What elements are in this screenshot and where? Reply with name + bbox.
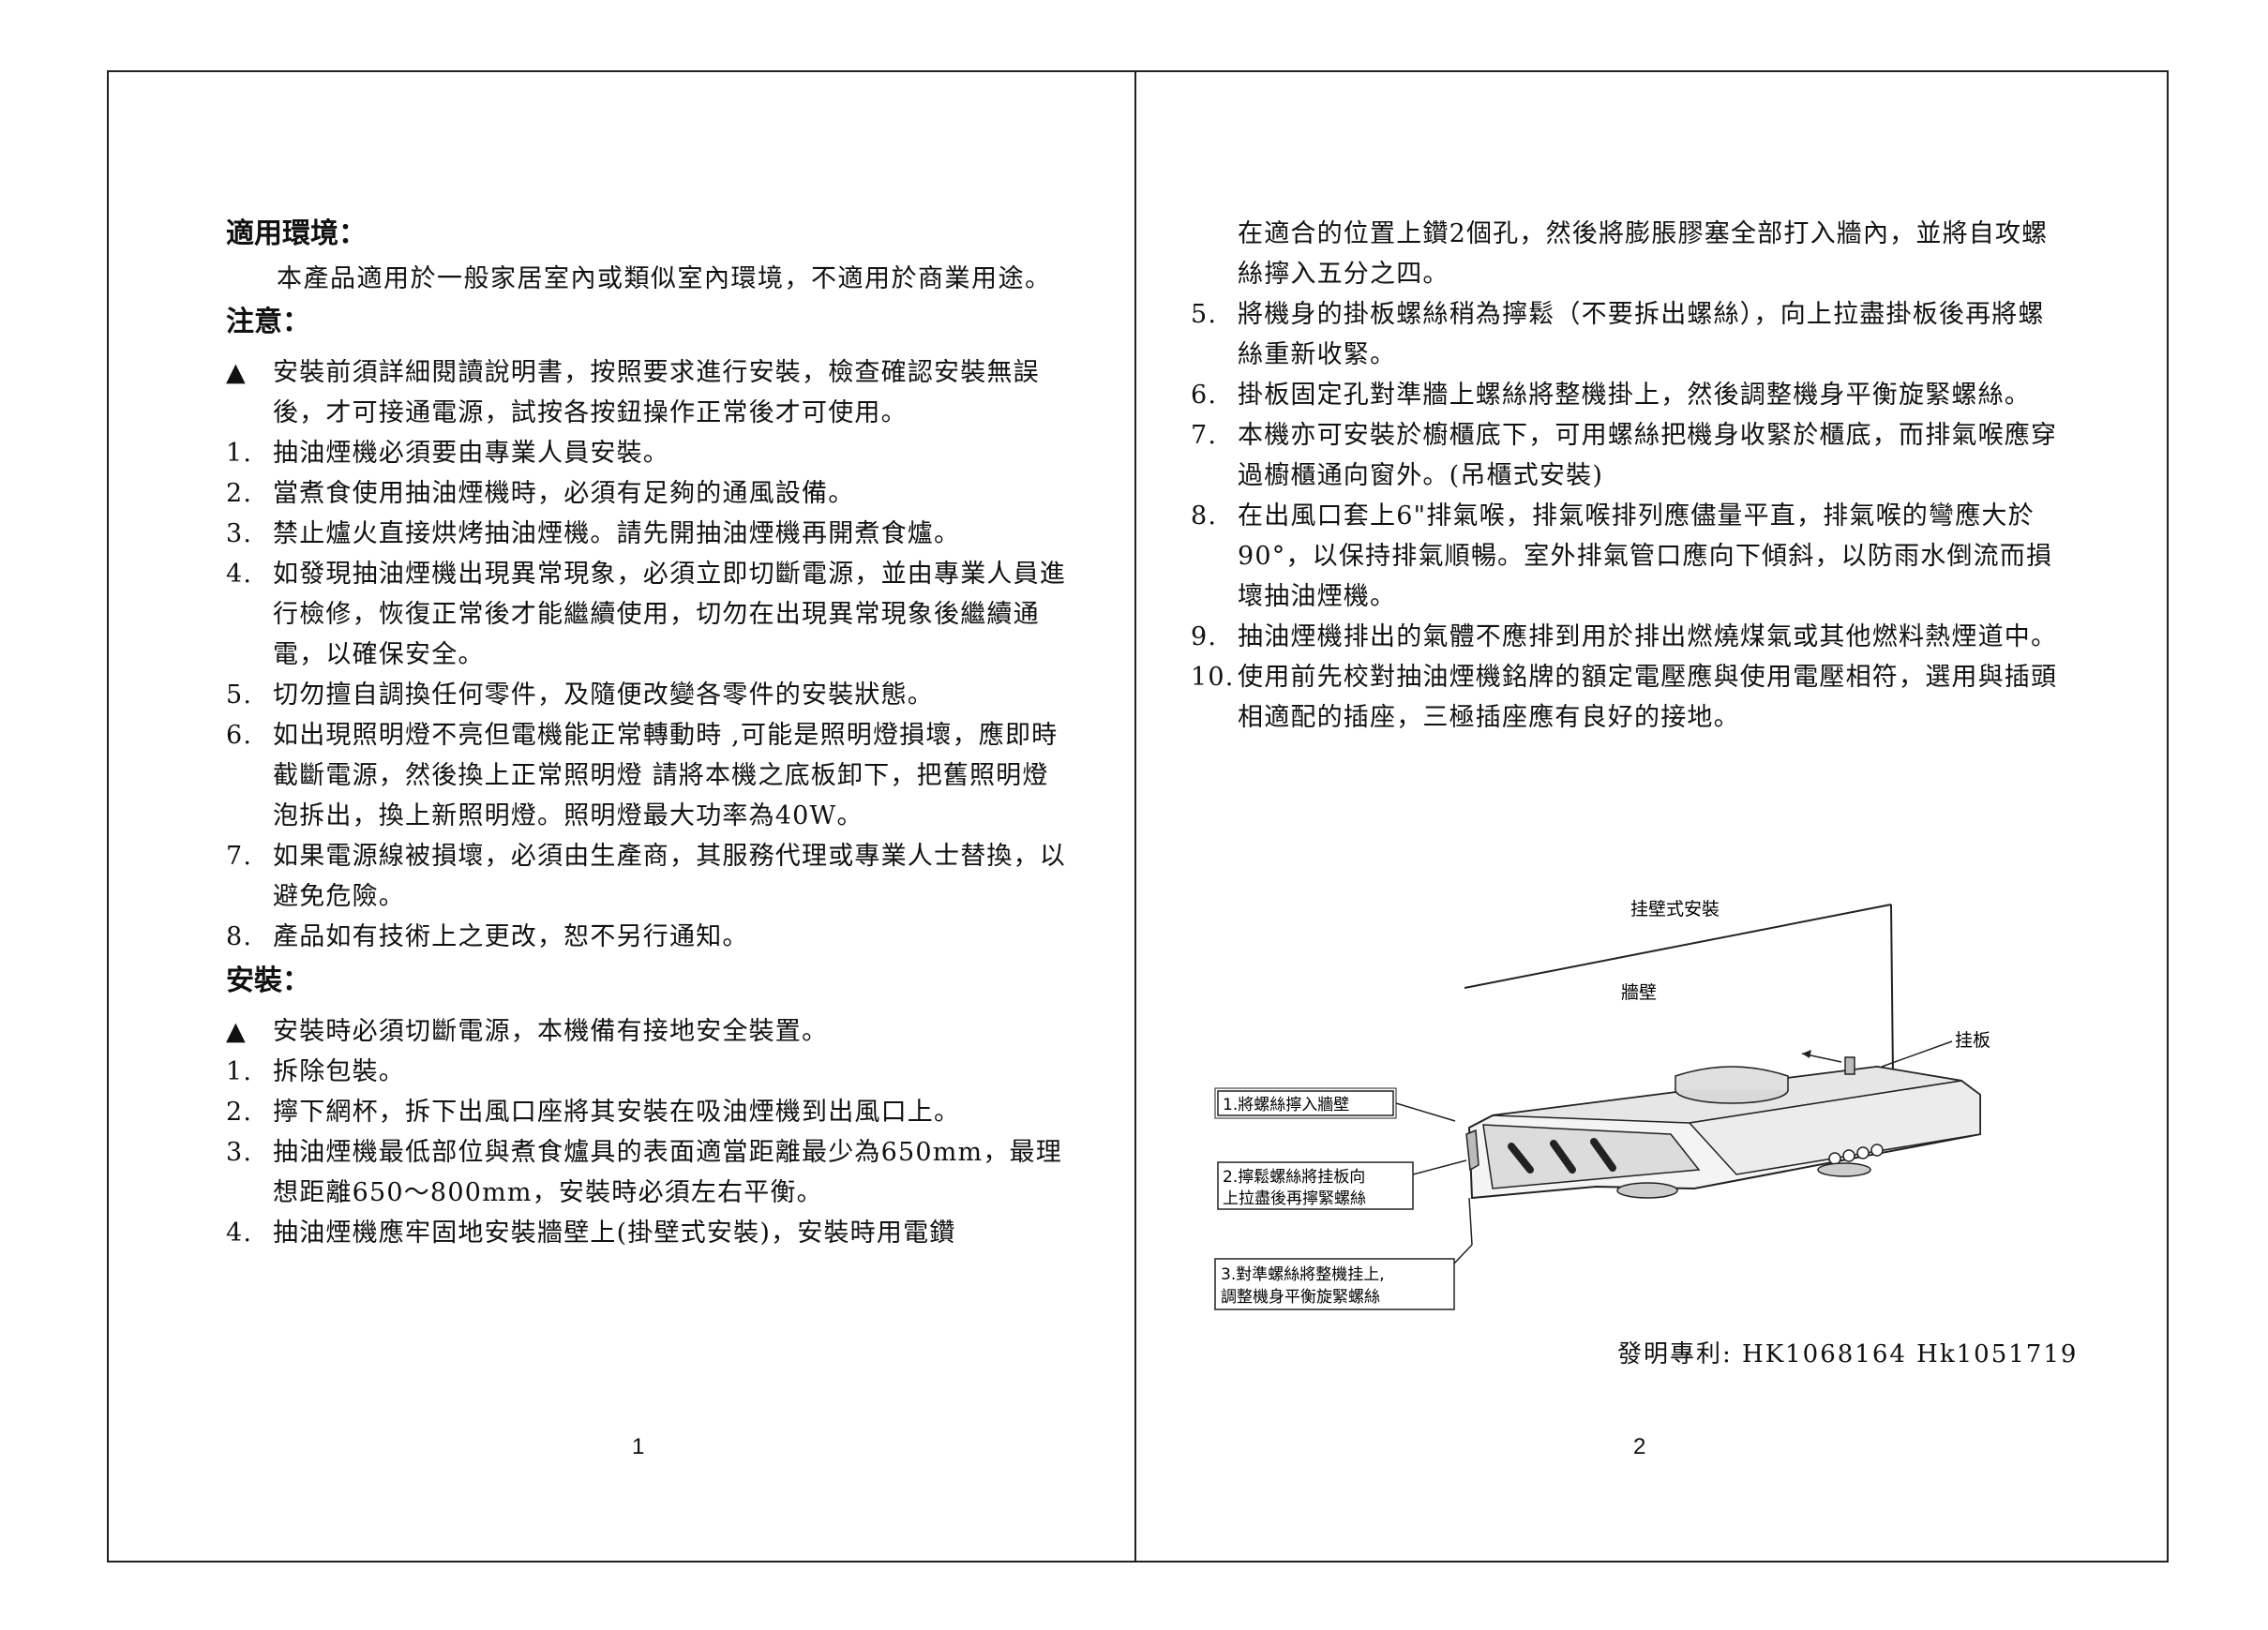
install-item-text: 安裝時必須切斷電源，本機備有接地安全裝置。 [273, 1017, 829, 1046]
callout-2-line2: 上拉盡後再擰緊螺絲 [1223, 1189, 1366, 1208]
callout-2-box [1217, 1161, 1414, 1210]
install-item: ▲ 安裝時必須切斷電源，本機備有接地安全裝置。 [226, 1011, 1070, 1052]
install-continued-item: 10.使用前先校對抽油煙機銘牌的額定電壓應與使用電壓相符，選用與插頭相適配的插座… [1191, 657, 2067, 738]
notice-list: ▲ 安裝前須詳細閱讀說明書，按照要求進行安裝，檢查確認安裝無誤後，才可接通電源，試… [226, 352, 1070, 957]
install-continued-item-number: 5. [1191, 300, 1218, 329]
diagram-title: 挂壁式安裝 [1630, 899, 1720, 920]
notice-item: 6. 如出現照明燈不亮但電機能正常轉動時 ,可能是照明燈損壞，應即時截斷電源，然後… [226, 715, 1070, 836]
notice-item-number: ▲ [226, 358, 247, 387]
install-item-number: 4. [226, 1219, 253, 1248]
notice-item-number: 1. [226, 439, 253, 468]
install-continued-item-number: 10. [1191, 663, 1235, 692]
plate-label: 挂板 [1955, 1030, 1990, 1051]
install-continued-item: 7. 本機亦可安裝於櫥櫃底下，可用螺絲把機身收緊於櫃底，而排氣喉應穿過櫥櫃通向窗外… [1191, 415, 2067, 496]
notice-item-number: 4. [226, 560, 253, 589]
install-item-text: 抽油煙機最低部位與煮食爐具的表面適當距離最少為650mm，最理想距離650～80… [273, 1138, 1062, 1207]
page-number-2: 2 [1633, 1434, 1646, 1459]
install-continued-item-text: 在出風口套上6"排氣喉，排氣喉排列應儘量平直，排氣喉的彎應大於90°，以保持排氣… [1238, 501, 2053, 611]
patent-numbers: 發明專利: HK1068164 Hk1051719 [1617, 1340, 2079, 1368]
notice-item: ▲ 安裝前須詳細閱讀說明書，按照要求進行安裝，檢查確認安裝無誤後，才可接通電源，試… [226, 352, 1070, 433]
install-continued-item: 5. 將機身的掛板螺絲稍為擰鬆（不要拆出螺絲），向上拉盡掛板後再將螺絲重新收緊。 [1191, 294, 2067, 375]
install-continued-item-text: 在適合的位置上鑽2個孔，然後將膨脹膠塞全部打入牆內，並將自攻螺絲擰入五分之四。 [1238, 219, 2049, 289]
install-item-text: 抽油煙機應牢固地安裝牆壁上(掛壁式安裝)，安裝時用電鑽 [273, 1219, 956, 1248]
install-item: 4. 抽油煙機應牢固地安裝牆壁上(掛壁式安裝)，安裝時用電鑽 [226, 1213, 1070, 1253]
wall-line [1464, 904, 1892, 989]
install-continued-item: 6. 掛板固定孔對準牆上螺絲將整機掛上，然後調整機身平衡旋緊螺絲。 [1191, 375, 2067, 415]
install-item-text: 擰下網杯，拆下出風口座將其安裝在吸油煙機到出風口上。 [273, 1098, 961, 1127]
notice-item-number: 7. [226, 842, 253, 871]
notice-item-text: 如出現照明燈不亮但電機能正常轉動時 ,可能是照明燈損壞，應即時截斷電源，然後換上… [273, 721, 1059, 830]
install-list: ▲ 安裝時必須切斷電源，本機備有接地安全裝置。 1. 拆除包裝。 2. 擰下網杯，拆下出風… [226, 1011, 1070, 1253]
section-title-environment: 適用環境： [226, 217, 367, 250]
notice-item: 8. 產品如有技術上之更改，恕不另行通知。 [226, 917, 1070, 957]
install-item-number: ▲ [226, 1017, 247, 1046]
install-continued-item-text: 本機亦可安裝於櫥櫃底下，可用螺絲把機身收緊於櫃底，而排氣喉應穿過櫥櫃通向窗外。(… [1238, 421, 2058, 490]
install-item: 1. 拆除包裝。 [226, 1052, 1070, 1092]
install-continued-item-number: 9. [1191, 622, 1218, 651]
install-continued-item-text: 將機身的掛板螺絲稍為擰鬆（不要拆出螺絲），向上拉盡掛板後再將螺絲重新收緊。 [1238, 300, 2045, 369]
notice-item-text: 如發現抽油煙機出現異常現象，必須立即切斷電源，並由專業人員進行檢修，恢復正常後才… [273, 560, 1066, 669]
install-item-number: 3. [226, 1138, 253, 1167]
range-hood-illustration [1465, 1050, 1981, 1246]
callout-3-box [1214, 1258, 1455, 1310]
notice-item-number: 5. [226, 680, 253, 710]
notice-item: 1. 抽油煙機必須要由專業人員安裝。 [226, 433, 1070, 473]
wall-label: 牆壁 [1621, 982, 1657, 1003]
install-item-number: 2. [226, 1098, 253, 1127]
notice-item-text: 當煮食使用抽油煙機時，必須有足夠的通風設備。 [273, 479, 855, 508]
notice-item-number: 8. [226, 922, 253, 951]
notice-item-number: 6. [226, 721, 253, 750]
notice-item: 4. 如發現抽油煙機出現異常現象，必須立即切斷電源，並由專業人員進行檢修，恢復正常… [226, 554, 1070, 675]
page2-content: 在適合的位置上鑽2個孔，然後將膨脹膠塞全部打入牆內，並將自攻螺絲擰入五分之四。5… [1191, 214, 2067, 738]
callout-2-line1: 2.擰鬆螺絲將挂板向 [1223, 1167, 1365, 1187]
wall-mount-diagram: 挂壁式安裝 牆壁 挂板 1.將螺絲擰入牆壁 2.擰鬆螺絲將挂板向 上拉盡後再擰緊… [1214, 899, 1990, 1310]
install-steps-continued: 在適合的位置上鑽2個孔，然後將膨脹膠塞全部打入牆內，並將自攻螺絲擰入五分之四。5… [1191, 214, 2067, 738]
booklet-spread [107, 70, 2169, 1563]
install-continued-item-text: 抽油煙機排出的氣體不應排到用於排出燃燒煤氣或其他燃料熱煙道中。 [1238, 622, 2058, 651]
install-item: 3. 抽油煙機最低部位與煮食爐具的表面適當距離最少為650mm，最理想距離650～… [226, 1132, 1070, 1213]
page-number-1: 1 [632, 1434, 645, 1459]
install-continued-item-number: 6. [1191, 381, 1218, 410]
notice-item-text: 切勿擅自調換任何零件，及隨便改變各零件的安裝狀態。 [273, 680, 934, 710]
install-continued-item-number: 7. [1191, 421, 1218, 450]
plate-leader [1881, 1040, 1953, 1068]
install-continued-item: 9. 抽油煙機排出的氣體不應排到用於排出燃燒煤氣或其他燃料熱煙道中。 [1191, 617, 2067, 657]
install-item-text: 拆除包裝。 [273, 1057, 405, 1086]
install-continued-item-text: 掛板固定孔對準牆上螺絲將整機掛上，然後調整機身平衡旋緊螺絲。 [1238, 381, 2031, 410]
notice-item-text: 禁止爐火直接烘烤抽油煙機。請先開抽油煙機再開煮食爐。 [273, 519, 961, 548]
notice-item-text: 如果電源線被損壞，必須由生產商，其服務代理或專業人士替換，以避免危險。 [273, 842, 1066, 911]
install-continued-item: 8. 在出風口套上6"排氣喉，排氣喉排列應儘量平直，排氣喉的彎應大於90°，以保持… [1191, 496, 2067, 617]
install-continued-item-number: 8. [1191, 501, 1218, 531]
notice-item: 5. 切勿擅自調換任何零件，及隨便改變各零件的安裝狀態。 [226, 675, 1070, 715]
install-continued-item-text: 使用前先校對抽油煙機銘牌的額定電壓應與使用電壓相符，選用與插頭相適配的插座，三極… [1238, 663, 2058, 732]
page1-content: 適用環境： 本產品適用於一般家居室內或類似室內環境，不適用於商業用途。 注意： … [226, 214, 1070, 1253]
section-title-install: 安裝： [226, 965, 310, 997]
notice-item-text: 產品如有技術上之更改，恕不另行通知。 [273, 922, 749, 951]
notice-item-number: 3. [226, 519, 253, 548]
install-item-number: 1. [226, 1057, 253, 1086]
callout-3-line2: 調整機身平衡旋緊螺絲 [1221, 1288, 1380, 1307]
notice-item-number: 2. [226, 479, 253, 508]
callout-3-line1: 3.對準螺絲將整機挂上, [1221, 1265, 1385, 1284]
notice-item: 7. 如果電源線被損壞，必須由生產商，其服務代理或專業人士替換，以避免危險。 [226, 836, 1070, 917]
callout-1-box [1217, 1090, 1394, 1116]
notice-item-text: 安裝前須詳細閱讀說明書，按照要求進行安裝，檢查確認安裝無誤後，才可接通電源，試按… [273, 358, 1040, 427]
notice-item: 2. 當煮食使用抽油煙機時，必須有足夠的通風設備。 [226, 473, 1070, 514]
section-title-notice: 注意： [226, 306, 310, 338]
callout-1-text: 1.將螺絲擰入牆壁 [1223, 1096, 1349, 1114]
page-divider [1134, 70, 1136, 1563]
install-continued-item: 在適合的位置上鑽2個孔，然後將膨脹膠塞全部打入牆內，並將自攻螺絲擰入五分之四。 [1191, 214, 2067, 294]
wall-edge [1890, 904, 1894, 1077]
notice-item: 3. 禁止爐火直接烘烤抽油煙機。請先開抽油煙機再開煮食爐。 [226, 514, 1070, 554]
notice-item-text: 抽油煙機必須要由專業人員安裝。 [273, 439, 669, 468]
environment-text: 本產品適用於一般家居室內或類似室內環境，不適用於商業用途。 [277, 264, 1052, 293]
install-item: 2. 擰下網杯，拆下出風口座將其安裝在吸油煙機到出風口上。 [226, 1092, 1070, 1132]
